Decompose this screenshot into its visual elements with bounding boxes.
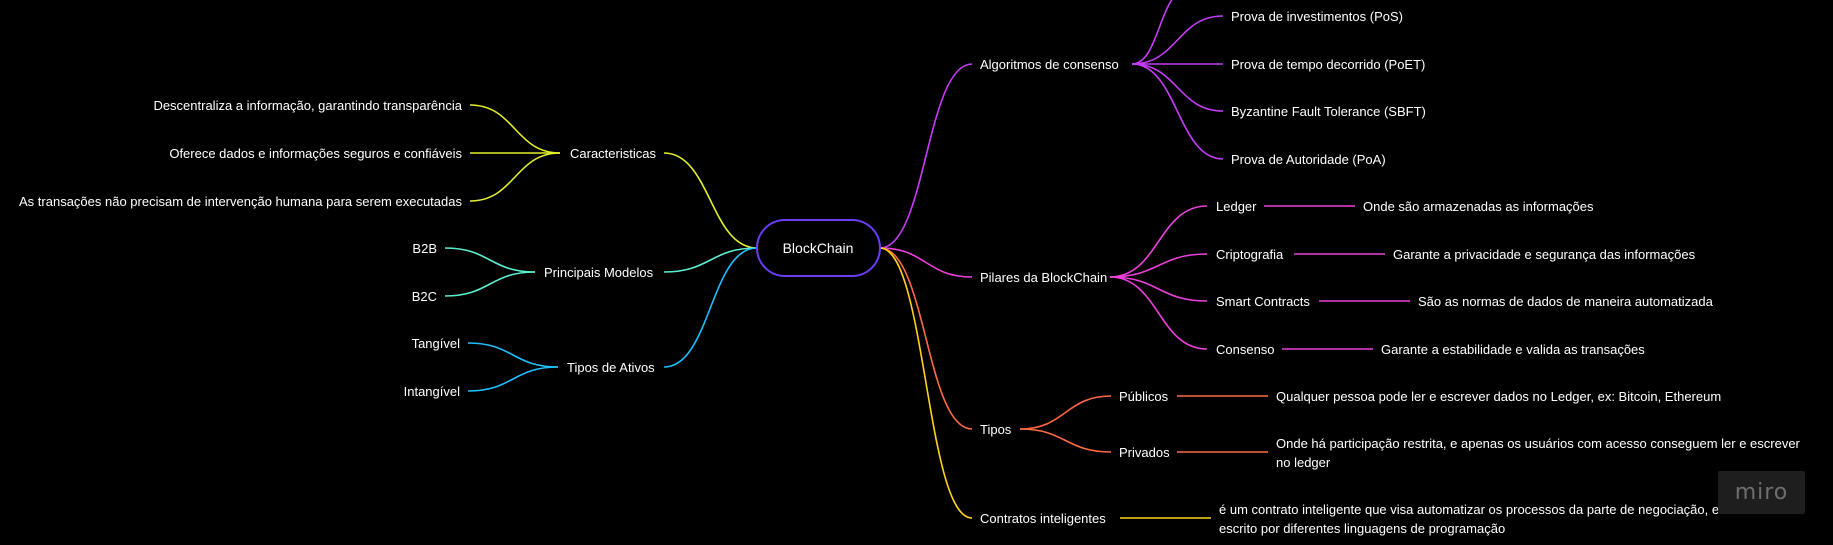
miro-watermark-badge: miro [1718,471,1805,514]
edge-root-caracteristicas [663,152,758,249]
node-algoritmos-de-consenso[interactable]: Algoritmos de consenso [980,57,1119,72]
edge-modelos-1 [444,247,536,273]
edge-root-tipos [879,247,973,430]
edge-root-pilares [879,247,973,278]
node-criptografia[interactable]: Criptografia [1216,247,1284,262]
node-poa[interactable]: Prova de Autoridade (PoA) [1231,152,1386,167]
edge-algoritmos-4 [1131,63,1224,160]
node-smart-contracts-detail[interactable]: São as normas de dados de maneira automa… [1418,294,1714,309]
node-b2b[interactable]: B2B [412,241,437,256]
node-caracteristicas-1[interactable]: Descentraliza a informação, garantindo t… [153,98,462,113]
node-contratos-detail-line1[interactable]: é um contrato inteligente que visa autom… [1219,502,1740,517]
node-principais-modelos[interactable]: Principais Modelos [544,265,654,280]
node-contratos-detail-line2: escrito por diferentes linguagens de pro… [1219,521,1505,536]
edge-tipos-2 [1019,428,1112,453]
edge-tipos-1 [1019,395,1112,430]
node-privados-detail-line1[interactable]: Onde há participação restrita, e apenas … [1276,436,1801,451]
node-contratos-inteligentes[interactable]: Contratos inteligentes [980,511,1106,526]
root-node-box[interactable] [756,219,881,277]
edge-algoritmos-1 [1131,15,1224,65]
edge-ativos-2 [467,366,559,392]
edge-pilares-2 [1109,253,1208,278]
edge-caracteristicas-1 [469,104,561,154]
edge-modelos-2 [444,271,536,297]
node-smart-contracts[interactable]: Smart Contracts [1216,294,1310,309]
node-tipos[interactable]: Tipos [980,422,1012,437]
node-privados-detail-line2: no ledger [1276,455,1331,470]
edge-root-contratos [879,247,973,519]
edge-caracteristicas-3 [469,152,561,202]
node-publicos[interactable]: Públicos [1119,389,1169,404]
node-tipos-de-ativos[interactable]: Tipos de Ativos [567,360,655,375]
node-poet[interactable]: Prova de tempo decorrido (PoET) [1231,57,1425,72]
edge-algoritmos-0 [1131,0,1173,65]
edge-root-modelos [663,247,758,273]
node-caracteristicas-2[interactable]: Oferece dados e informações seguros e co… [169,146,462,161]
edge-algoritmos-3 [1131,63,1224,112]
node-intangivel[interactable]: Intangível [404,384,460,399]
node-ledger-detail[interactable]: Onde são armazenadas as informações [1363,199,1594,214]
node-publicos-detail[interactable]: Qualquer pessoa pode ler e escrever dado… [1276,389,1721,404]
edge-root-algoritmos [879,63,973,249]
node-ledger[interactable]: Ledger [1216,199,1257,214]
node-b2c[interactable]: B2C [412,289,437,304]
node-consenso-detail[interactable]: Garante a estabilidade e valida as trans… [1381,342,1645,357]
node-caracteristicas[interactable]: Caracteristicas [570,146,656,161]
root-node-label: BlockChain [783,240,854,256]
node-sbft[interactable]: Byzantine Fault Tolerance (SBFT) [1231,104,1426,119]
edge-pilares-4 [1109,276,1208,350]
edge-ativos-1 [467,342,559,368]
edge-pilares-3 [1109,276,1208,302]
node-privados[interactable]: Privados [1119,445,1170,460]
node-criptografia-detail[interactable]: Garante a privacidade e segurança das in… [1393,247,1696,262]
node-pos[interactable]: Prova de investimentos (PoS) [1231,9,1403,24]
node-consenso[interactable]: Consenso [1216,342,1275,357]
edge-root-ativos [663,247,758,368]
node-tangivel[interactable]: Tangível [412,336,461,351]
node-caracteristicas-3[interactable]: As transações não precisam de intervençã… [19,194,462,209]
mindmap-edges [444,0,1410,519]
node-pilares[interactable]: Pilares da BlockChain [980,270,1107,285]
edge-pilares-1 [1109,205,1208,278]
miro-watermark-text: miro [1734,480,1789,505]
